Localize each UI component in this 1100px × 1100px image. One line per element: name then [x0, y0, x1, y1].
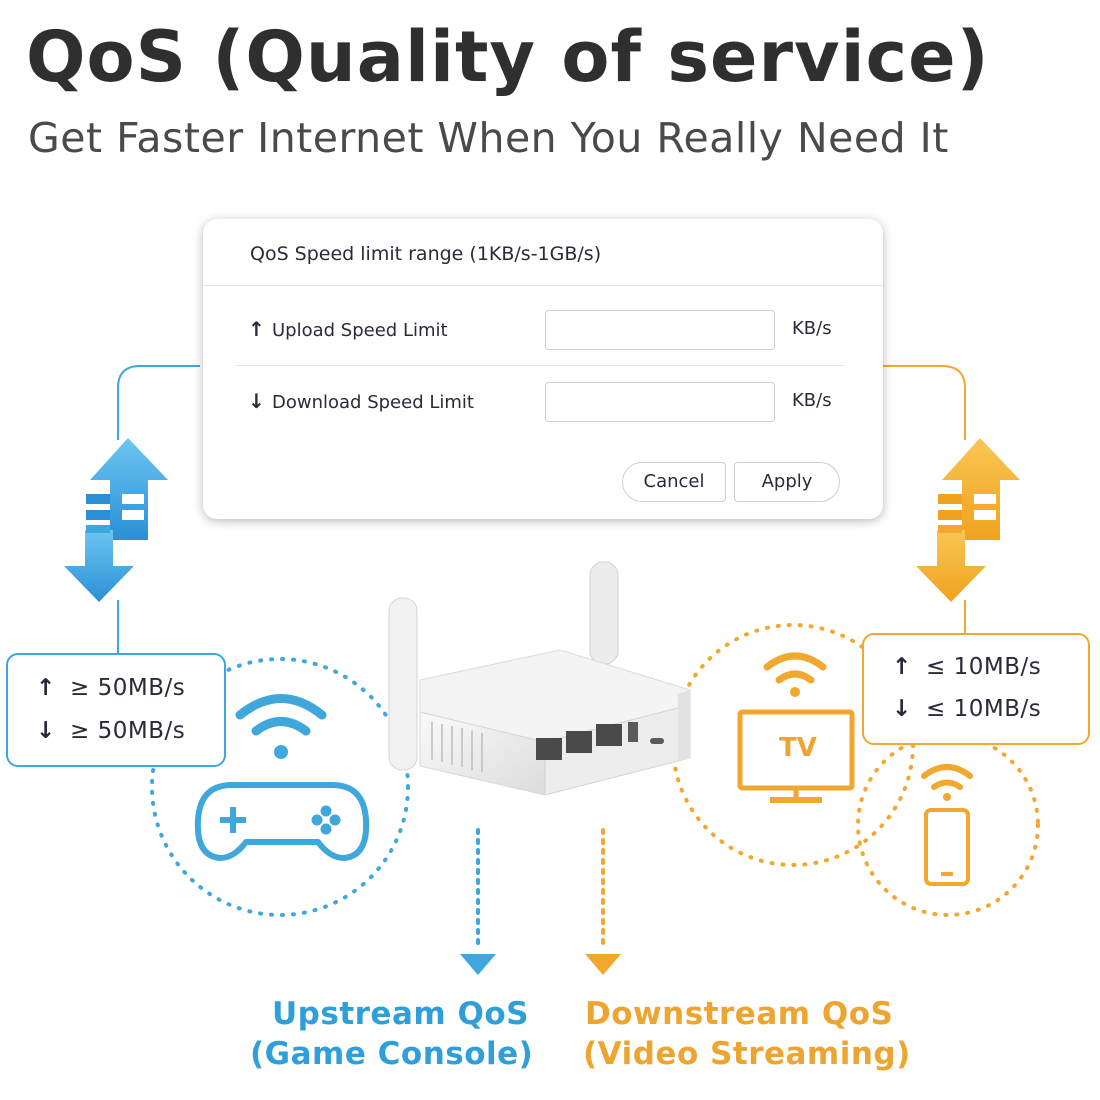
dialog-title: QoS Speed limit range (1KB/s-1GB/s): [250, 243, 602, 265]
smartphone-icon: [924, 808, 970, 886]
downstream-up-speed: ↑ ≤ 10MB/s: [892, 654, 1041, 680]
downstream-speed-box: ↑ ≤ 10MB/s ↓ ≤ 10MB/s: [862, 633, 1090, 745]
down-speed-text: ≥ 50MB/s: [70, 718, 186, 744]
phone-wifi-icon: [921, 764, 973, 801]
blue-connector-line: [117, 365, 200, 440]
downstream-arrow-head: [585, 954, 621, 975]
tv-label: TV: [779, 733, 817, 763]
upload-label-text: Upload Speed Limit: [272, 320, 448, 341]
upstream-speed-box: ↑ ≥ 50MB/s ↓ ≥ 50MB/s: [6, 653, 226, 767]
upload-speed-input[interactable]: [545, 310, 775, 350]
page-title: QoS (Quality of service): [26, 16, 990, 98]
upstream-caption-line1: Upstream QoS: [272, 996, 529, 1032]
download-unit: KB/s: [792, 390, 832, 411]
up-arrow-icon: ↑: [892, 654, 912, 680]
tv-wifi-icon: [763, 652, 827, 697]
upload-arrow-icon: ↑: [248, 317, 265, 341]
up-arrow-icon: ↑: [36, 675, 56, 701]
upload-speed-label: ↑ Upload Speed Limit: [248, 317, 448, 341]
download-speed-input[interactable]: [545, 382, 775, 422]
upload-unit: KB/s: [792, 318, 832, 339]
downstream-down-speed: ↓ ≤ 10MB/s: [892, 696, 1041, 722]
upstream-caption-line2: (Game Console): [250, 1036, 534, 1072]
cancel-button[interactable]: Cancel: [622, 462, 726, 502]
wifi-icon: [235, 694, 327, 759]
up-speed-text: ≥ 50MB/s: [70, 675, 186, 701]
dialog-divider: [203, 285, 883, 286]
down-arrow-icon: ↓: [36, 718, 56, 744]
download-speed-label: ↓ Download Speed Limit: [248, 389, 474, 413]
tv-icon: [737, 709, 855, 803]
game-console-dotted-circle: [150, 657, 410, 917]
download-label-text: Download Speed Limit: [272, 392, 474, 413]
downstream-caption-line1: Downstream QoS: [585, 996, 894, 1032]
qos-dialog: QoS Speed limit range (1KB/s-1GB/s) ↑ Upl…: [203, 219, 883, 519]
upstream-up-speed: ↑ ≥ 50MB/s: [36, 675, 185, 701]
apply-button[interactable]: Apply: [734, 462, 840, 502]
phone-dotted-circle: [856, 733, 1040, 917]
down-arrow-icon: ↓: [892, 696, 912, 722]
router-image: [388, 561, 691, 796]
upstream-down-speed: ↓ ≥ 50MB/s: [36, 718, 185, 744]
page-subtitle: Get Faster Internet When You Really Need…: [28, 114, 949, 162]
orange-connector-line: [883, 365, 966, 440]
up-speed-text: ≤ 10MB/s: [926, 654, 1042, 680]
download-arrow-icon: ↓: [248, 389, 265, 413]
downstream-caption-line2: (Video Streaming): [583, 1036, 911, 1072]
down-speed-text: ≤ 10MB/s: [926, 696, 1042, 722]
gamepad-icon: [194, 782, 370, 861]
orange-up-down-arrows-icon: [916, 438, 1020, 602]
upstream-arrow-head: [460, 954, 496, 975]
blue-up-down-arrows-icon: [64, 438, 168, 602]
row-divider: [235, 365, 845, 366]
